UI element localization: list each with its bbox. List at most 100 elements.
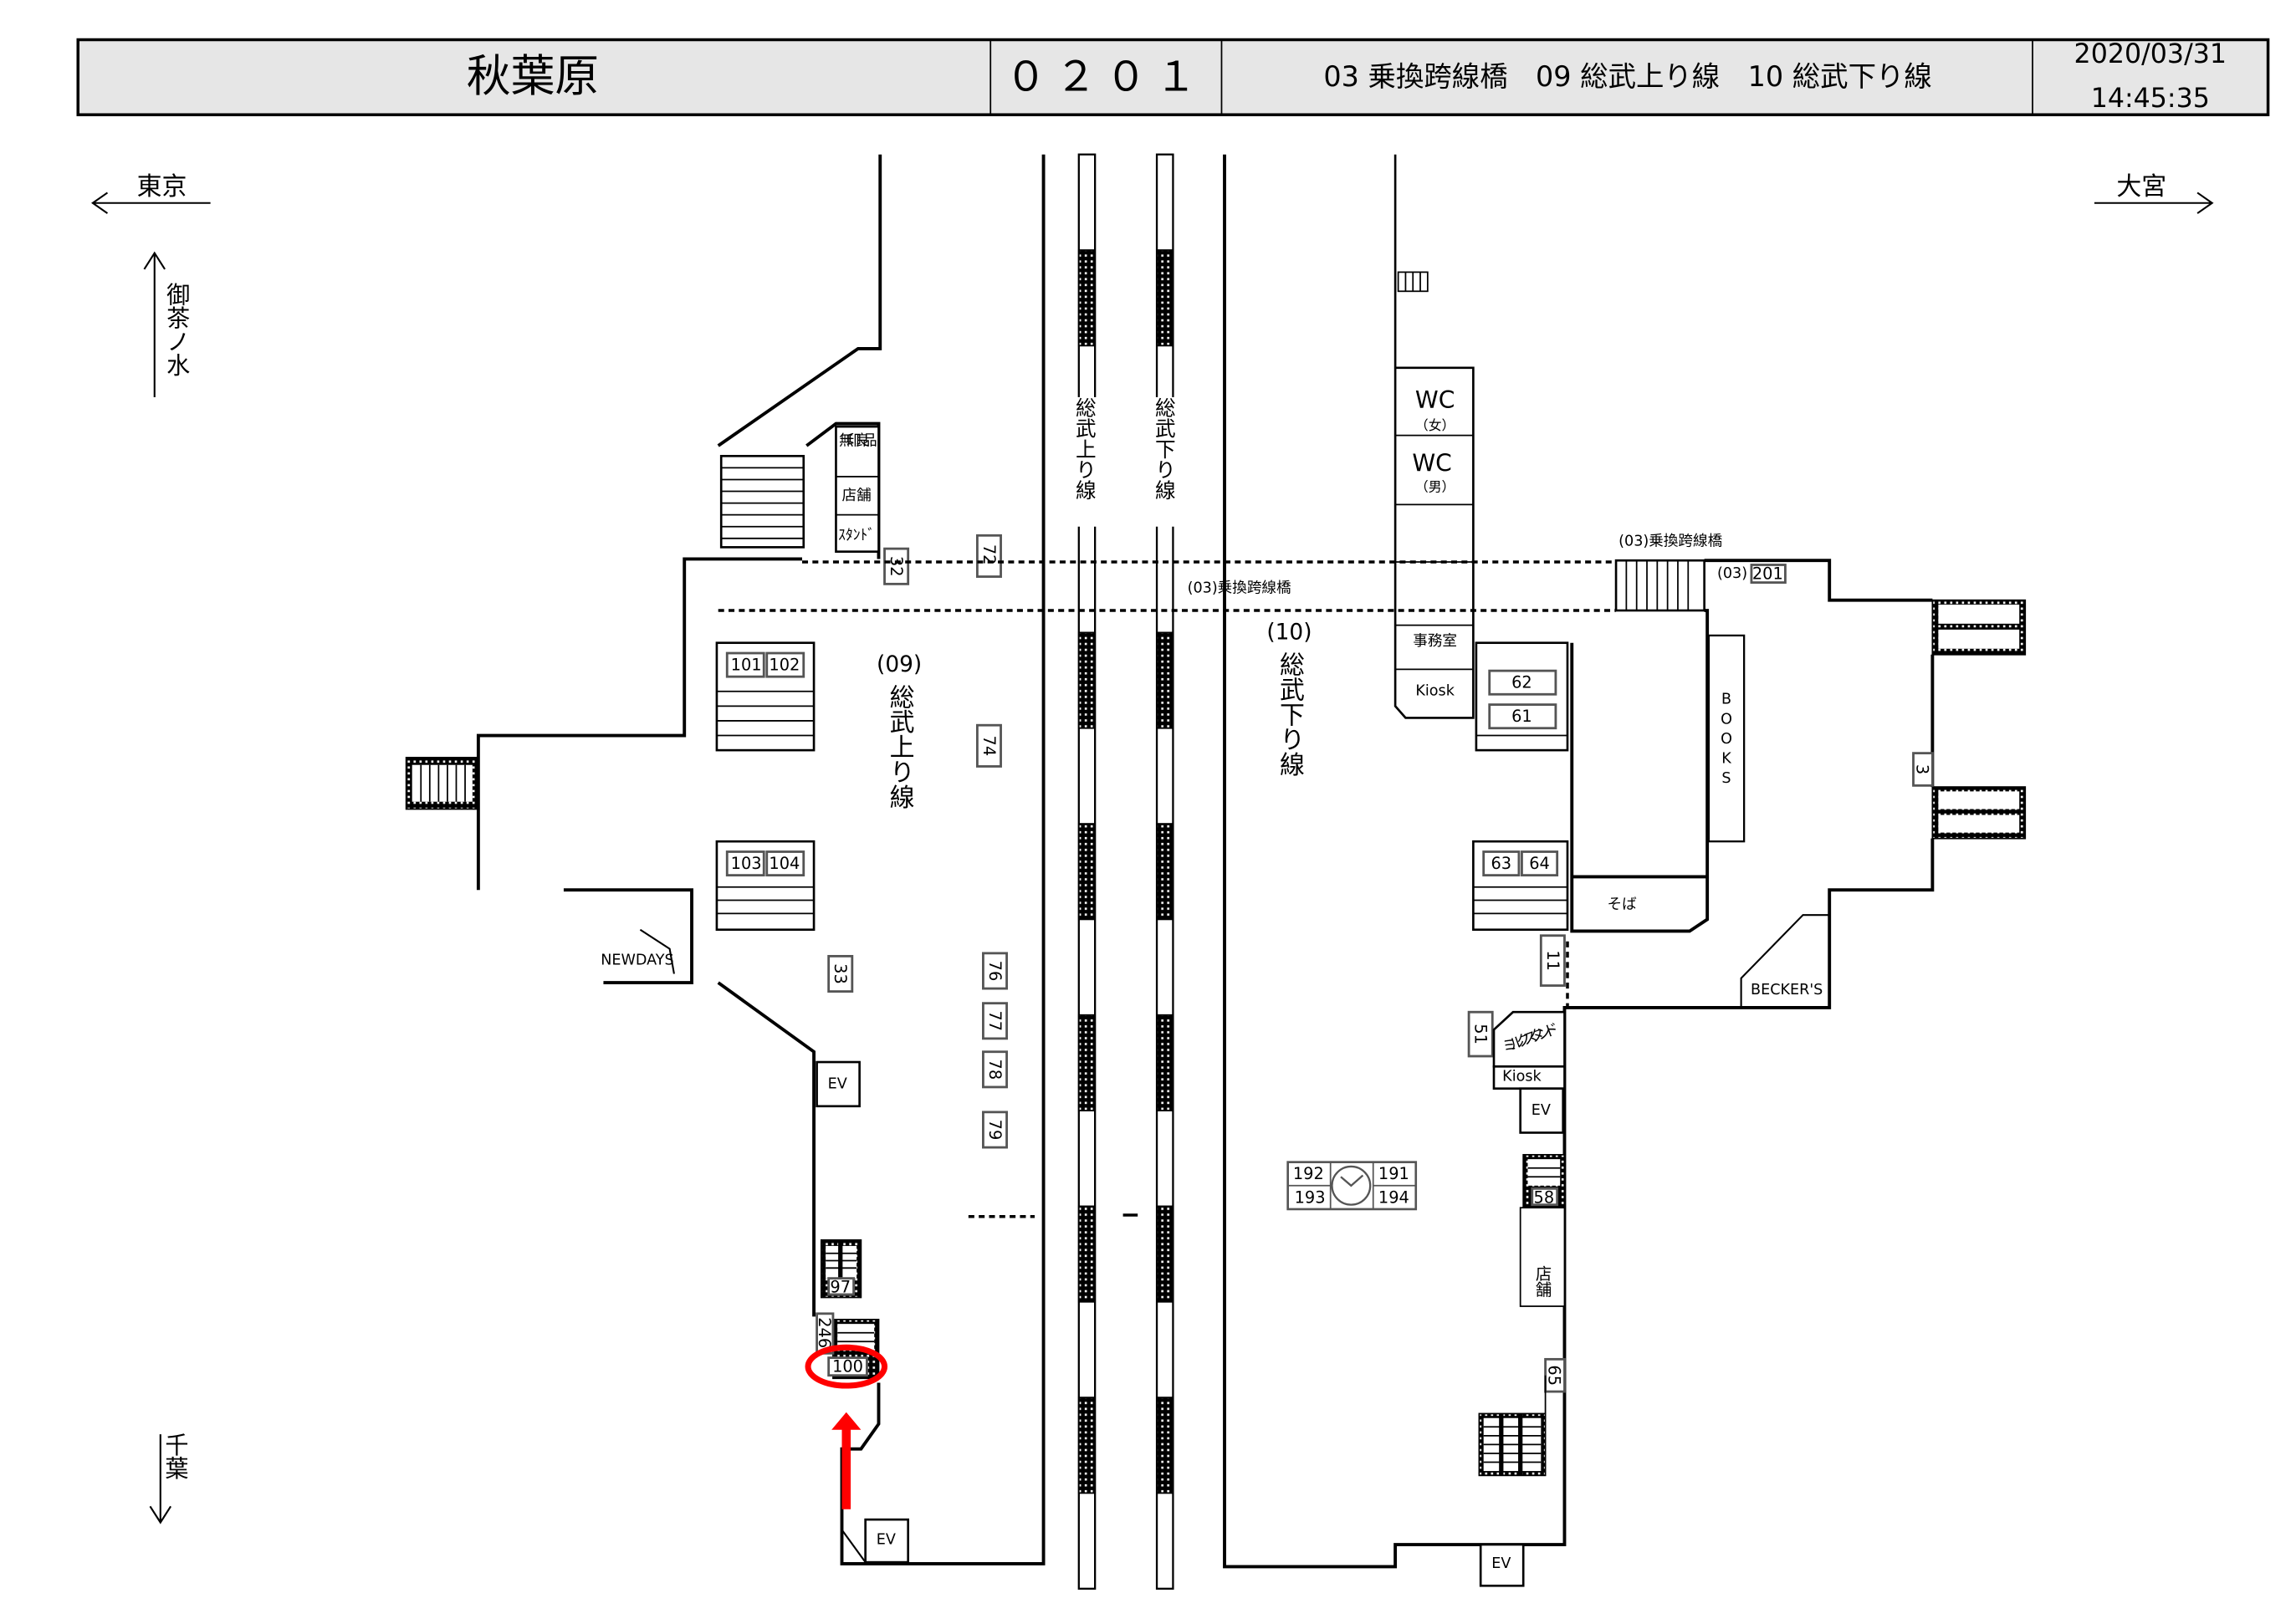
marker-63: 63 — [1491, 854, 1511, 873]
time: 14:45:35 — [2091, 84, 2210, 114]
platform-label-up: (09) 総武上り線 — [877, 652, 922, 809]
track-hatched-segment — [1156, 1397, 1174, 1494]
marker-11: 11 — [1543, 950, 1562, 971]
direction-left: 東京 — [91, 172, 211, 214]
marker-97: 97 — [830, 1278, 851, 1297]
track-hatched-segment — [1156, 823, 1174, 921]
shops-top-left: 無印良品 店舗 ｽﾀﾝﾄﾞ — [835, 425, 880, 553]
bridge-stairs — [1614, 559, 1705, 612]
ev-right-lower[interactable]: EV — [1479, 1543, 1525, 1587]
marker-191: 191 — [1378, 1164, 1409, 1183]
track-down: 総武下り線 — [1152, 153, 1178, 1590]
clock-markers: 192 191 193 194 — [1286, 1161, 1418, 1211]
facility-column: WC （女） WC （男） 事務室 Kiosk — [1393, 154, 1475, 719]
down-platform-outline — [1223, 154, 1935, 1569]
milk-stand: ミルクスタンド Kiosk — [1492, 1010, 1566, 1090]
exit-201: 201 — [1752, 564, 1783, 584]
platform-down-number: (10) — [1266, 620, 1312, 645]
highlight-ellipse — [805, 1344, 888, 1389]
track-hatched-segment — [1156, 1014, 1174, 1111]
ev-label: EV — [1491, 1555, 1511, 1572]
track-up: 総武上り線 — [1072, 153, 1100, 1590]
track-hatched-segment — [1077, 1205, 1097, 1303]
stairs-63-64: 63 64 — [1472, 840, 1569, 932]
direction-down: 千葉 — [149, 1432, 189, 1524]
arrow-down-icon — [149, 1434, 172, 1524]
shop-right-label: 店舗 — [1533, 1265, 1552, 1298]
beckers-label: BECKER'S — [1751, 982, 1823, 998]
marker-101: 101 — [731, 656, 762, 675]
marker-65: 65 — [1545, 1365, 1564, 1386]
bridge-code: (03) — [1717, 565, 1747, 582]
marker-64: 64 — [1529, 854, 1550, 873]
direction-right-label: 大宮 — [2116, 172, 2166, 202]
marker-77: 77 — [985, 1010, 1005, 1031]
books-label: BOOKS — [1718, 692, 1735, 790]
marker-72: 72 — [979, 544, 999, 565]
stairs-bottom-right — [1478, 1375, 1547, 1477]
marker-74: 74 — [979, 736, 999, 757]
stairs-101-102: 101 102 — [715, 641, 816, 752]
marker-61: 61 — [1511, 707, 1532, 726]
marker-58: 58 — [1534, 1187, 1555, 1207]
direction-down-label: 千葉 — [161, 1432, 189, 1479]
kiosk-bottom-label: Kiosk — [1502, 1069, 1542, 1085]
marker-246: 246 — [815, 1317, 834, 1348]
track-hatched-segment — [1077, 1014, 1097, 1111]
wc-female-label: WC — [1415, 386, 1455, 414]
stairs-small-top — [1397, 271, 1429, 293]
track-hatched-segment — [1077, 823, 1097, 921]
stairs-far-left — [405, 757, 479, 810]
track-hatched-segment — [1156, 1205, 1174, 1303]
track-hatched-segment — [1156, 249, 1174, 347]
shop-right: 店舗 — [1519, 1207, 1566, 1307]
direction-up: 御茶ノ水 — [143, 251, 191, 397]
up-platform-markers: 32 72 74 33 76 77 78 79 — [827, 534, 1008, 1149]
stairs-103-104: 103 104 — [715, 840, 816, 932]
transfer-bridge: (03)乗換跨線橋 (03)乗換跨線橋 (03) 201 — [718, 533, 1787, 612]
marker-76: 76 — [985, 961, 1005, 982]
marker-194: 194 — [1378, 1187, 1409, 1207]
track-up-label: 総武上り線 — [1072, 397, 1097, 501]
lines-legend: 03 乗換跨線橋 09 総武上り線 10 総武下り線 — [1323, 60, 1931, 93]
marker-79: 79 — [985, 1120, 1005, 1141]
direction-left-label: 東京 — [137, 172, 187, 202]
books-shop: BOOKS — [1707, 634, 1746, 843]
ev-label: EV — [828, 1075, 847, 1092]
shop-left-label: 店舗 — [842, 488, 872, 504]
track-down-label: 総武下り線 — [1152, 397, 1176, 501]
escalator-97: 97 — [820, 1239, 862, 1299]
bridge-label-right: (03)乗換跨線橋 — [1618, 533, 1722, 549]
kiosk-top-label: Kiosk — [1415, 683, 1455, 700]
stairs-62-61: 62 61 — [1475, 641, 1569, 752]
stairs-far-right — [1931, 599, 2027, 840]
muji-label: 無印良品 — [839, 433, 877, 450]
arrow-up-icon — [143, 251, 166, 397]
marker-100: 100 — [832, 1357, 863, 1376]
track-hatched-segment — [1077, 1397, 1097, 1494]
station-name: 秋葉原 — [467, 51, 599, 102]
soba-label: そば — [1608, 896, 1638, 913]
marker-33: 33 — [831, 963, 850, 984]
office-label: 事務室 — [1413, 633, 1457, 650]
wc-male-label: WC — [1412, 450, 1451, 477]
newdays-label: NEWDAYS — [601, 952, 673, 969]
platform-down-name: 総武下り線 — [1275, 651, 1304, 777]
ev-label: EV — [877, 1532, 896, 1549]
marker-102: 102 — [769, 656, 800, 675]
wc-male-sub: （男） — [1415, 479, 1455, 495]
ev-left-upper[interactable]: EV — [816, 1060, 861, 1108]
marker-3: 3 — [1913, 764, 1932, 774]
ev-label: EV — [1532, 1102, 1551, 1119]
marker-192: 192 — [1293, 1164, 1324, 1183]
station-code: ０２０１ — [1005, 52, 1205, 100]
stand-label: ｽﾀﾝﾄﾞ — [838, 527, 875, 544]
marker-32: 32 — [887, 556, 906, 577]
wc-female-sub: （女） — [1415, 417, 1455, 433]
platform-label-down: (10) 総武下り線 — [1266, 620, 1312, 777]
marker-104: 104 — [769, 854, 800, 873]
ev-left-lower[interactable]: EV — [864, 1518, 910, 1564]
ev-right-upper[interactable]: EV — [1519, 1087, 1565, 1134]
platform-up-name: 総武上り線 — [885, 684, 914, 809]
